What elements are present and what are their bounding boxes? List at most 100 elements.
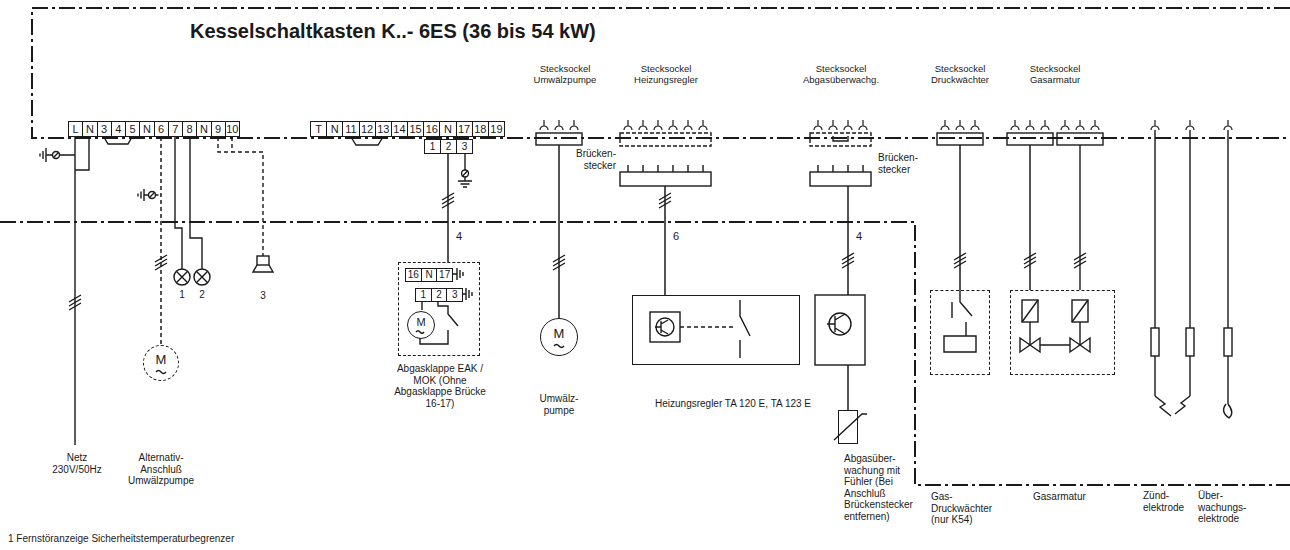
earth-wire (156, 194, 162, 195)
earth-symbol (452, 268, 463, 280)
text-holder: Heizungsregler TA 120 E, TA 123 E (655, 398, 835, 410)
terminal-number: 3 (456, 140, 472, 153)
text-holder: 4 (455, 230, 463, 243)
terminal-number: 17 (456, 122, 472, 136)
device-label: Alternativ- Anschluß Umwälzpumpe (120, 452, 202, 487)
terminal-number: 6 (154, 122, 168, 136)
electrode-label: Über- wachungs- elektrode (1198, 490, 1252, 525)
transistor-symbol (655, 320, 668, 334)
lamp-wire (175, 137, 202, 269)
terminal-number: N (439, 122, 455, 136)
plug (1007, 133, 1053, 145)
switch-symbol (740, 300, 750, 358)
plug-socket: Stecksockel Heizungsregler (620, 64, 712, 186)
plug (1057, 133, 1103, 145)
socket-heading: Stecksockel Heizungsregler (620, 64, 712, 86)
terminal-number: 2 (431, 289, 447, 301)
earth-symbol (40, 148, 59, 162)
earth-wire (464, 154, 465, 170)
callout-number: 3 (259, 290, 267, 302)
plug (536, 133, 582, 145)
text-holder: 2 (198, 289, 206, 301)
lamp-cross (176, 271, 207, 282)
terminal-number: N (196, 122, 210, 136)
callout-number: 2 (198, 289, 206, 301)
pressure-switch-symbol (944, 290, 976, 352)
earth-symbol (462, 288, 472, 300)
terminal-number: 11 (342, 122, 358, 136)
cable-ticks (442, 193, 454, 208)
terminal-number: 9 (211, 122, 225, 136)
resistor-symbol (1224, 328, 1232, 356)
mains-wire (60, 137, 90, 445)
plug-pins (818, 165, 863, 172)
terminal-number: N (82, 122, 96, 136)
bridge-link (833, 136, 848, 141)
terminal-block: 16N17 (405, 268, 453, 282)
motor-tilde (156, 371, 166, 374)
bridge-plug (620, 133, 711, 146)
text-holder: Gasarmatur (1033, 491, 1113, 503)
text-holder: Stecksockel Druckwächter (925, 64, 995, 86)
device-label: Umwälz- pumpe (529, 393, 589, 416)
horn-wire (218, 137, 263, 256)
terminal-number: 1 (416, 289, 431, 301)
footnote: 1 Fernstöranzeige Sicherheitstemperaturb… (8, 533, 608, 545)
plug-socket: Stecksockel Gasarmatur (1003, 64, 1107, 145)
terminal-number: 12 (359, 122, 375, 136)
terminal-bridge (104, 137, 132, 144)
terminal-number: N (326, 122, 342, 136)
transistor-symbol (656, 318, 674, 336)
device-label: Abgasüber- wachung mit Fühler (Bei Ansch… (844, 453, 912, 522)
text-holder: Abgasüber- wachung mit Fühler (Bei Ansch… (844, 453, 912, 522)
cable-ticks (69, 295, 81, 310)
earth-symbol (458, 171, 472, 188)
terminal-number: 1 (425, 140, 440, 153)
bridge-plug-label: Brücken- stecker (570, 148, 616, 171)
terminal-number: N (421, 269, 437, 281)
cable-count: 4 (455, 230, 463, 243)
device-label: Abgasklappe EAK / MOK (Ohne Abgasklappe … (393, 363, 487, 409)
text-holder: Gas- Druckwächter (nur K54) (931, 491, 1003, 526)
valve-symbol (1020, 300, 1090, 352)
housing-frame: Kesselschaltkasten K..- 6ES (36 bis 54 k… (32, 8, 1290, 138)
text-holder: 1 Fernstöranzeige Sicherheitstemperaturb… (8, 533, 608, 545)
plug (937, 133, 983, 145)
cable-ticks (954, 253, 966, 268)
bridge-plug-label: Brücken- stecker (878, 152, 928, 175)
boundary-line (0, 222, 1290, 485)
earth-symbol (138, 189, 155, 201)
socket-heading: Stecksockel Gasarmatur (1022, 64, 1088, 86)
socket-heading: Stecksockel Umwälzpumpe (532, 64, 598, 86)
transistor-symbol (827, 314, 845, 334)
cable-connector (1029, 145, 1031, 290)
text-holder: Stecksockel Heizungsregler (620, 64, 712, 86)
motor-letter: M (156, 353, 167, 366)
motor-letter: M (416, 317, 425, 328)
terminal-number: N (139, 122, 153, 136)
terminal-number: 10 (225, 122, 239, 136)
terminal-number: 19 (488, 122, 504, 136)
text-holder: 1 (178, 289, 186, 301)
horn-symbol (253, 265, 273, 272)
cable-connector (664, 186, 666, 295)
socket-heading: Stecksockel Druckwächter (925, 64, 995, 86)
cable-connector (447, 154, 449, 262)
device-label: Gas- Druckwächter (nur K54) (931, 491, 1003, 526)
horn-symbol (257, 256, 269, 265)
monitor-box (815, 295, 865, 365)
text-holder: Umwälz- pumpe (529, 393, 589, 416)
cable-ticks (155, 255, 167, 270)
device-label: Heizungsregler TA 120 E, TA 123 E (655, 398, 835, 410)
sensor-box: Abgasüber- wachung mit Fühler (Bei Ansch… (838, 410, 858, 444)
motor-tilde (554, 345, 564, 348)
text-holder: Kesselschaltkasten K..- 6ES (36 bis 54 k… (190, 20, 596, 43)
resistor-symbol (1151, 328, 1159, 356)
terminal-number: 2 (440, 140, 456, 153)
terminal-number: 14 (391, 122, 407, 136)
plug-socket: Stecksockel Abgasüberwachg. (805, 64, 877, 186)
plug (810, 172, 871, 186)
text-holder: Stecksockel Gasarmatur (1022, 64, 1088, 86)
resistor-symbol (1186, 328, 1194, 356)
